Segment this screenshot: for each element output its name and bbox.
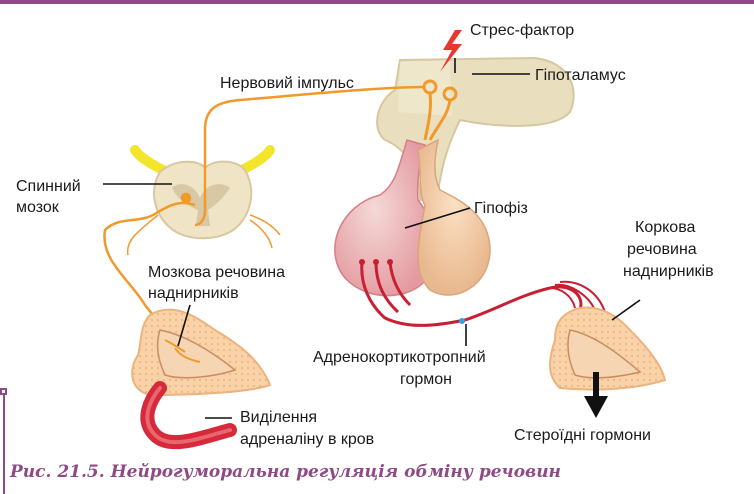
acth-vessel-dots — [359, 259, 393, 265]
acth-molecule — [459, 318, 465, 324]
acth-label-1: Адренокортикотропний — [313, 349, 486, 366]
stress-label: Стрес-фактор — [470, 22, 574, 39]
adrenaline-label-1: Виділення — [240, 409, 317, 426]
hypothalamus-label: Гіпоталамус — [535, 67, 626, 84]
spinal-cord-label-2: мозок — [16, 199, 60, 216]
spinal-cord-label-1: Спинний — [16, 178, 81, 195]
steroids-label: Стероїдні гормони — [514, 427, 651, 444]
medulla-label-1: Мозкова речовина — [148, 264, 285, 281]
acth-label-2: гормон — [400, 371, 452, 388]
cortex-label-2: речовина — [627, 241, 697, 258]
medulla-label-2: наднирників — [148, 285, 239, 302]
pituitary-label: Гіпофіз — [474, 200, 528, 217]
spinal-cord-shape — [135, 150, 270, 238]
nerve-impulse-label: Нервовий імпульс — [220, 75, 354, 92]
adrenaline-label-2: адреналіну в кров — [240, 431, 374, 448]
cortex-label-1: Коркова — [635, 219, 696, 236]
figure-caption: Рис. 21.5. Нейрогуморальна регуляція обм… — [10, 462, 754, 482]
cortex-label-3: наднирників — [623, 263, 714, 280]
adrenal-medulla-gland — [132, 310, 270, 395]
pituitary-shape — [335, 140, 490, 296]
adrenal-cortex-gland — [550, 308, 665, 390]
